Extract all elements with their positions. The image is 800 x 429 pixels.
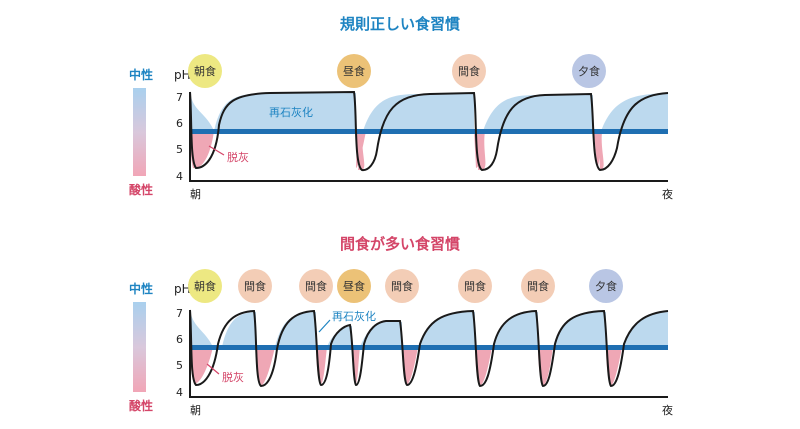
panel-title: 規則正しい食習慣 <box>339 15 460 33</box>
acid-label: 酸性 <box>129 182 153 197</box>
ph-gradient-bar <box>133 302 146 392</box>
meal-snack: 間食 <box>458 269 492 303</box>
meal-bubble <box>188 269 222 303</box>
y-tick-5: 5 <box>176 143 183 156</box>
meal-label: 夕食 <box>578 64 600 78</box>
meal-bubble <box>452 54 486 88</box>
y-tick-6: 6 <box>176 333 183 346</box>
demineralization-label: 脱灰 <box>227 150 249 164</box>
x-axis <box>189 310 668 398</box>
ph-axis-label: pH <box>174 282 191 296</box>
ph-chart-snacking: 中性 酸性 pH 7 6 5 4 朝食 間食 間食 昼食 間食 間食 <box>129 269 673 417</box>
demineralization-pointer <box>208 145 225 156</box>
x-start-label: 朝 <box>190 188 201 201</box>
meal-label: 間食 <box>527 279 549 293</box>
meal-label: 間食 <box>464 279 486 293</box>
meal-label: 間食 <box>458 64 480 78</box>
remineralization-area <box>190 92 668 131</box>
meal-bubble <box>385 269 419 303</box>
x-axis <box>189 92 668 182</box>
meal-label: 間食 <box>305 279 327 293</box>
acid-label: 酸性 <box>129 398 153 413</box>
meal-breakfast: 朝食 <box>188 54 222 88</box>
meal-lunch: 昼食 <box>337 269 371 303</box>
frequent-snacking-panel: 間食が多い食習慣 中性 酸性 pH 7 6 5 4 朝食 間食 間食 <box>0 214 800 429</box>
y-tick-4: 4 <box>176 386 183 399</box>
meal-snack: 間食 <box>452 54 486 88</box>
y-tick-5: 5 <box>176 359 183 372</box>
meal-bubble <box>521 269 555 303</box>
ph-curve <box>189 90 669 172</box>
meal-bubble <box>572 54 606 88</box>
meal-snack: 間食 <box>299 269 333 303</box>
panel-title: 間食が多い食習慣 <box>339 235 460 253</box>
remineralization-pointer <box>318 319 331 333</box>
meal-dinner: 夕食 <box>572 54 606 88</box>
y-tick-6: 6 <box>176 117 183 130</box>
demineralization-area-extra <box>358 131 604 170</box>
y-tick-7: 7 <box>176 91 183 104</box>
meal-dinner: 夕食 <box>589 269 623 303</box>
x-end-label: 夜 <box>662 187 673 201</box>
meal-label: 朝食 <box>194 64 216 78</box>
meal-breakfast: 朝食 <box>188 269 222 303</box>
ph-gradient-bar <box>133 88 146 176</box>
meal-label: 昼食 <box>343 279 365 293</box>
meal-label: 夕食 <box>595 279 617 293</box>
critical-ph-line <box>190 345 668 350</box>
neutral-label: 中性 <box>129 281 153 296</box>
meal-snack: 間食 <box>238 269 272 303</box>
meal-lunch: 昼食 <box>337 54 371 88</box>
ph-curve <box>189 309 669 388</box>
meal-bubble <box>238 269 272 303</box>
demineralization-pointer <box>206 363 220 375</box>
meal-bubble <box>589 269 623 303</box>
ph-axis-label: pH <box>174 68 191 82</box>
x-end-label: 夜 <box>662 403 673 417</box>
x-start-label: 朝 <box>190 404 201 417</box>
y-tick-4: 4 <box>176 170 183 183</box>
y-tick-7: 7 <box>176 307 183 320</box>
meal-bubble <box>337 54 371 88</box>
critical-ph-line <box>190 129 668 134</box>
neutral-label: 中性 <box>129 67 153 82</box>
meal-snack: 間食 <box>521 269 555 303</box>
meal-label: 間食 <box>244 279 266 293</box>
demineralization-area <box>190 347 622 386</box>
demineralization-label: 脱灰 <box>222 370 244 384</box>
meal-label: 昼食 <box>343 64 365 78</box>
meal-snack: 間食 <box>385 269 419 303</box>
remineralization-label: 再石灰化 <box>332 309 376 323</box>
meal-bubble <box>188 54 222 88</box>
remineralization-label: 再石灰化 <box>269 105 313 119</box>
meal-label: 間食 <box>391 279 413 293</box>
demineralization-area <box>190 131 602 169</box>
meal-label: 朝食 <box>194 279 216 293</box>
meal-bubble <box>337 269 371 303</box>
regular-eating-panel: 規則正しい食習慣 中性 酸性 pH 7 6 5 4 朝食 昼食 <box>0 0 800 214</box>
meal-bubble <box>458 269 492 303</box>
meal-bubble <box>299 269 333 303</box>
ph-chart-regular: 中性 酸性 pH 7 6 5 4 朝食 昼食 間食 夕食 <box>129 54 673 201</box>
